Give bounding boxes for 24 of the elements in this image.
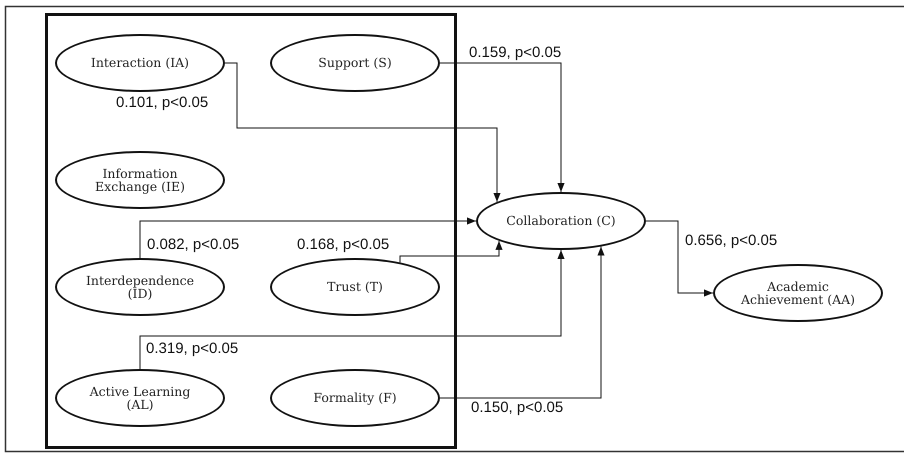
arrow bbox=[440, 246, 605, 398]
node-label: Collaboration (C) bbox=[505, 214, 617, 228]
node-label: Academic Achievement (AA) bbox=[740, 280, 856, 306]
group-box bbox=[45, 13, 457, 449]
node-label: Interaction (IA) bbox=[90, 56, 190, 70]
edge-label: 0.656, p<0.05 bbox=[684, 232, 778, 249]
arrow bbox=[140, 217, 476, 258]
node-label: Formality (F) bbox=[312, 391, 398, 405]
edge-label: 0.150, p<0.05 bbox=[470, 399, 564, 416]
node-label: Information Exchange (IE) bbox=[94, 166, 186, 194]
arrow bbox=[140, 250, 565, 370]
arrow bbox=[224, 62, 501, 202]
arrow bbox=[440, 62, 565, 192]
edge-label: 0.319, p<0.05 bbox=[145, 340, 240, 357]
edge-label: 0.168, p<0.05 bbox=[296, 236, 390, 253]
edge-label: 0.101, p<0.05 bbox=[115, 94, 210, 111]
node-label: Interdependence (ID) bbox=[84, 274, 196, 300]
edge-label: 0.159, p<0.05 bbox=[468, 44, 562, 61]
node-label: Active Learning (AL) bbox=[88, 384, 192, 412]
arrow bbox=[646, 220, 714, 297]
arrow bbox=[400, 240, 503, 263]
node-label: Trust (T) bbox=[326, 280, 384, 294]
edge-label: 0.082, p<0.05 bbox=[146, 236, 240, 253]
node-label: Support (S) bbox=[317, 56, 393, 70]
